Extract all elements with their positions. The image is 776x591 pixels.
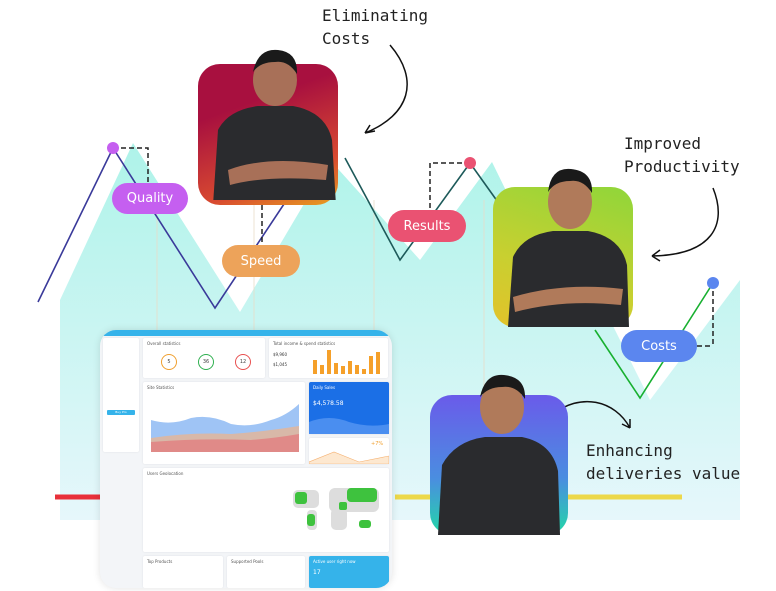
text-line: Improved (624, 134, 702, 153)
card-title: Supported Pools (231, 559, 264, 564)
stat-ring: 5 (161, 354, 177, 370)
growth-card: +7% (309, 438, 389, 464)
site-area-chart (151, 404, 299, 452)
quality-label: Quality (112, 183, 188, 214)
speed-label: Speed (222, 245, 300, 277)
person-silhouette-icon (438, 374, 560, 535)
world-map (293, 488, 379, 530)
card-title: Site Statistics (147, 385, 175, 390)
text-line: Productivity (624, 157, 740, 176)
card-title: Daily Sales (313, 385, 336, 390)
person-photo-3 (430, 374, 568, 535)
text-line: deliveries value (586, 464, 741, 483)
results-point (464, 157, 476, 169)
costs-label: Costs (621, 330, 697, 362)
daily-sales-value: $4,578.58 (313, 400, 344, 407)
top-products-card: Top Products (143, 556, 223, 588)
dashboard-header (100, 330, 392, 336)
users-geolocation-card: Users Geolocation (143, 468, 389, 552)
stat-ring: 36 (198, 354, 214, 370)
arrow-icon (651, 187, 719, 262)
buy-pro-button: Buy Pro (107, 410, 135, 415)
person-photo-2 (493, 168, 633, 327)
costs-point (707, 277, 719, 289)
text-line: Costs (322, 29, 371, 48)
text-line: Eliminating (322, 6, 428, 25)
card-title: Top Products (147, 559, 173, 564)
dashboard-sidebar: Buy Pro (103, 338, 139, 452)
active-users-value: 17 (313, 569, 321, 576)
person-photo-1 (198, 49, 338, 205)
daily-sales-card: Daily Sales $4,578.58 (309, 382, 389, 434)
person-silhouette-icon (508, 168, 629, 327)
income-bar-chart (313, 350, 380, 374)
eliminating-costs-text: Eliminating Costs (322, 4, 428, 50)
daily-sales-chart (309, 418, 389, 434)
income-value: $9,960 (273, 352, 287, 357)
stat-ring: 12 (235, 354, 251, 370)
supported-pools-card: Supported Pools (227, 556, 305, 588)
enhancing-deliveries-text: Enhancing deliveries value (586, 439, 740, 485)
results-label: Results (388, 210, 466, 242)
card-title: Total income & spend statistics (273, 341, 336, 346)
overall-statistics-card: Overall statistics 5 36 12 (143, 338, 265, 378)
quality-point (107, 142, 119, 154)
growth-value: +7% (371, 441, 384, 447)
dashboard-screenshot: Buy Pro Overall statistics 5 36 12 Total… (100, 330, 392, 588)
card-title: Users Geolocation (147, 471, 184, 476)
improved-productivity-text: Improved Productivity (624, 132, 740, 178)
active-users-card: Active user right now 17 (309, 556, 389, 588)
growth-chart (309, 451, 389, 464)
spend-value: $1,045 (273, 362, 287, 367)
person-silhouette-icon (213, 49, 336, 200)
site-statistics-card: Site Statistics (143, 382, 305, 464)
card-title: Active user right now (313, 559, 356, 564)
card-title: Overall statistics (147, 341, 181, 346)
arrow-icon (364, 44, 408, 134)
income-card: Total income & spend statistics $9,960 $… (269, 338, 388, 378)
text-line: Enhancing (586, 441, 673, 460)
